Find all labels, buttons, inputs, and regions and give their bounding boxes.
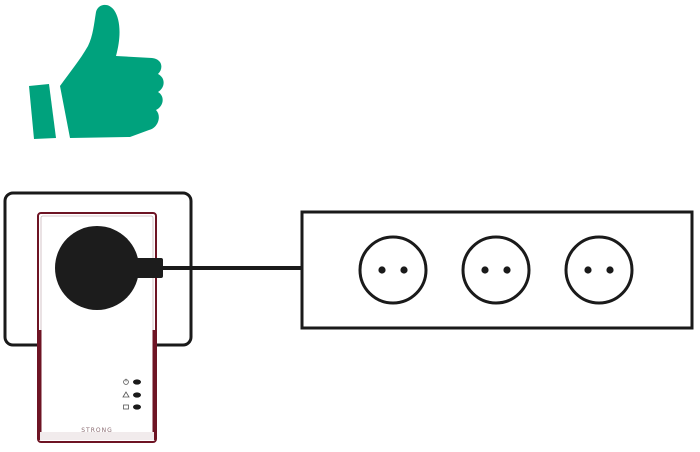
led-indicator-network (122, 391, 141, 398)
pass-through-plug (55, 226, 139, 310)
power-strip-socket-3 (564, 235, 634, 305)
adapter-brand-label: STRONG (81, 427, 113, 434)
led-indicator-ethernet (123, 404, 141, 410)
plug-connector (133, 258, 163, 278)
network-icon (122, 391, 130, 398)
power-icon (123, 378, 129, 385)
power-strip (300, 210, 694, 330)
ethernet-icon (123, 404, 129, 410)
led-indicator-power (123, 378, 141, 385)
adapter-bottom-edge (40, 432, 154, 440)
power-strip-socket-1 (358, 235, 428, 305)
power-strip-socket-2 (461, 235, 531, 305)
thumbs-up-icon (29, 4, 164, 139)
